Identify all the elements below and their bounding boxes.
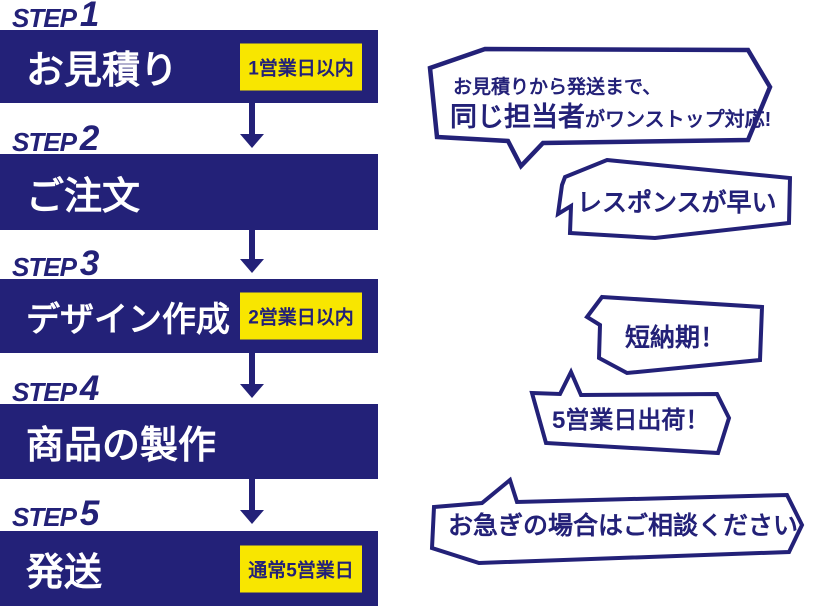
speech-bubble-rush: お急ぎの場合はご相談ください <box>428 476 810 568</box>
step-3-label: STEP 3 <box>12 244 99 284</box>
speech-bubble-response: レスポンスが早い <box>545 157 795 243</box>
flow-arrow-1 <box>240 103 264 148</box>
step-title: 発送 <box>26 552 103 594</box>
step-3-bar: デザイン作成 2営業日以内 <box>0 279 378 353</box>
bubble-text: レスポンスが早い <box>577 189 777 217</box>
bubble-shape <box>555 157 793 241</box>
step-4-label: STEP 4 <box>12 369 99 409</box>
step-word: STEP <box>12 2 77 33</box>
flow-arrow-2 <box>240 230 264 273</box>
step-4-bar: 商品の製作 <box>0 404 378 479</box>
bubble-shape <box>427 46 773 170</box>
step-1-bar: お見積り 1営業日以内 <box>0 30 378 103</box>
bubble-text-line1: お見積りから発送まで、 <box>453 77 662 98</box>
arrow-line <box>249 103 255 134</box>
bubble-text-line2: 同じ担当者がワンストップ対応! <box>450 95 771 134</box>
arrow-line <box>249 479 255 510</box>
step-1-label: STEP 1 <box>12 0 99 35</box>
flow-arrow-3 <box>240 353 264 398</box>
arrow-head-icon <box>240 510 264 524</box>
step-word: STEP <box>12 376 77 407</box>
bubble-outline <box>529 367 732 456</box>
bubble-text-rest: がワンストップ対応! <box>585 109 772 131</box>
speech-bubble-onestop: お見積りから発送まで、 同じ担当者がワンストップ対応! <box>427 45 773 172</box>
bubble-shape <box>584 294 765 376</box>
speech-bubble-short-delivery: 短納期！ <box>583 292 768 380</box>
duration-badge: 通常5営業日 <box>240 545 362 592</box>
step-title: デザイン作成 <box>26 300 230 339</box>
bubble-outline <box>584 294 765 376</box>
bubble-outline <box>427 46 773 170</box>
bubble-outline <box>555 157 793 241</box>
arrow-head-icon <box>240 134 264 148</box>
step-number: 5 <box>79 494 99 534</box>
arrow-line <box>249 353 255 384</box>
bubble-text: 短納期！ <box>625 324 726 352</box>
flow-arrow-4 <box>240 479 264 524</box>
step-5-bar: 発送 通常5営業日 <box>0 531 378 606</box>
step-number: 3 <box>79 244 99 284</box>
step-word: STEP <box>12 251 77 282</box>
step-number: 2 <box>79 119 99 159</box>
step-title: ご注文 <box>26 175 141 218</box>
speech-bubble-five-days: 5営業日出荷！ <box>528 367 733 460</box>
step-word: STEP <box>12 126 77 157</box>
duration-badge: 2営業日以内 <box>240 292 362 340</box>
arrow-line <box>249 230 255 259</box>
arrow-head-icon <box>240 259 264 273</box>
bubble-text: 5営業日出荷！ <box>552 407 710 434</box>
bubble-shape <box>429 476 805 566</box>
duration-badge: 1営業日以内 <box>240 43 362 90</box>
bubble-shape <box>529 367 732 456</box>
arrow-head-icon <box>240 384 264 398</box>
step-title: お見積り <box>26 50 179 92</box>
step-number: 1 <box>79 0 99 35</box>
step-number: 4 <box>79 369 99 409</box>
bubble-text: お急ぎの場合はご相談ください <box>448 512 799 540</box>
step-5-label: STEP 5 <box>12 494 99 534</box>
bubble-text-emphasis: 同じ担当者 <box>450 102 585 132</box>
step-2-label: STEP 2 <box>12 119 99 159</box>
step-word: STEP <box>12 501 77 532</box>
bubble-outline <box>429 476 805 566</box>
step-2-bar: ご注文 <box>0 154 378 230</box>
step-title: 商品の製作 <box>26 425 217 467</box>
